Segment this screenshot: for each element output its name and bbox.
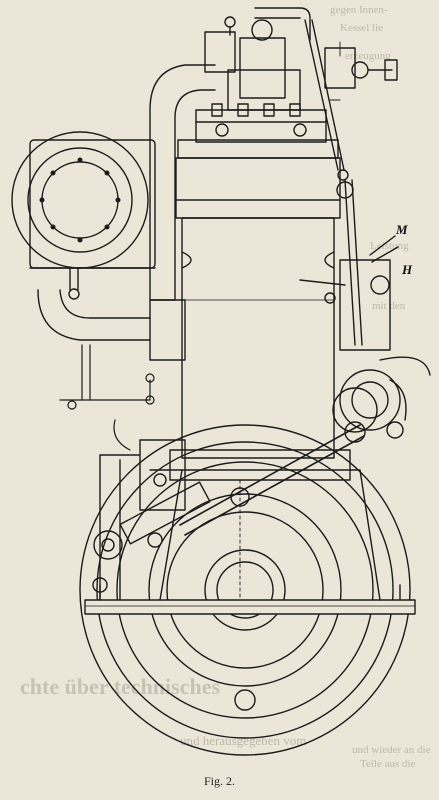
misc-details	[239, 41, 341, 601]
bleed-text-line: Leistung	[370, 240, 409, 252]
bleed-text-line: erzeugung	[345, 50, 391, 62]
valve-chest	[204, 7, 398, 111]
bleed-text-line: und herausgegeben vom	[180, 733, 307, 748]
bleed-text-line: und wieder an die	[352, 744, 431, 756]
elbow-pipe	[37, 289, 186, 361]
label-m: M	[396, 222, 408, 237]
bleed-text-line: Kessel lie	[340, 22, 384, 34]
label-h: H	[402, 262, 413, 277]
connecting-rod	[119, 421, 366, 545]
push-rod-assembly	[299, 19, 399, 351]
cam-gear	[332, 356, 431, 439]
bleed-text-line: gegen Innen-	[330, 4, 388, 16]
fuel-lines	[59, 344, 155, 451]
muffler-drum	[11, 131, 156, 300]
bleed-text-line: Teile aus die	[360, 758, 416, 770]
base-plate	[84, 584, 416, 615]
bleed-text-line: mit den	[372, 300, 406, 312]
flywheel	[79, 424, 411, 756]
cylinder-block	[169, 139, 351, 471]
crank-case	[92, 439, 381, 601]
bleed-heading: chte über technisches	[20, 674, 221, 699]
figure-caption: Fig. 2.	[203, 774, 235, 788]
